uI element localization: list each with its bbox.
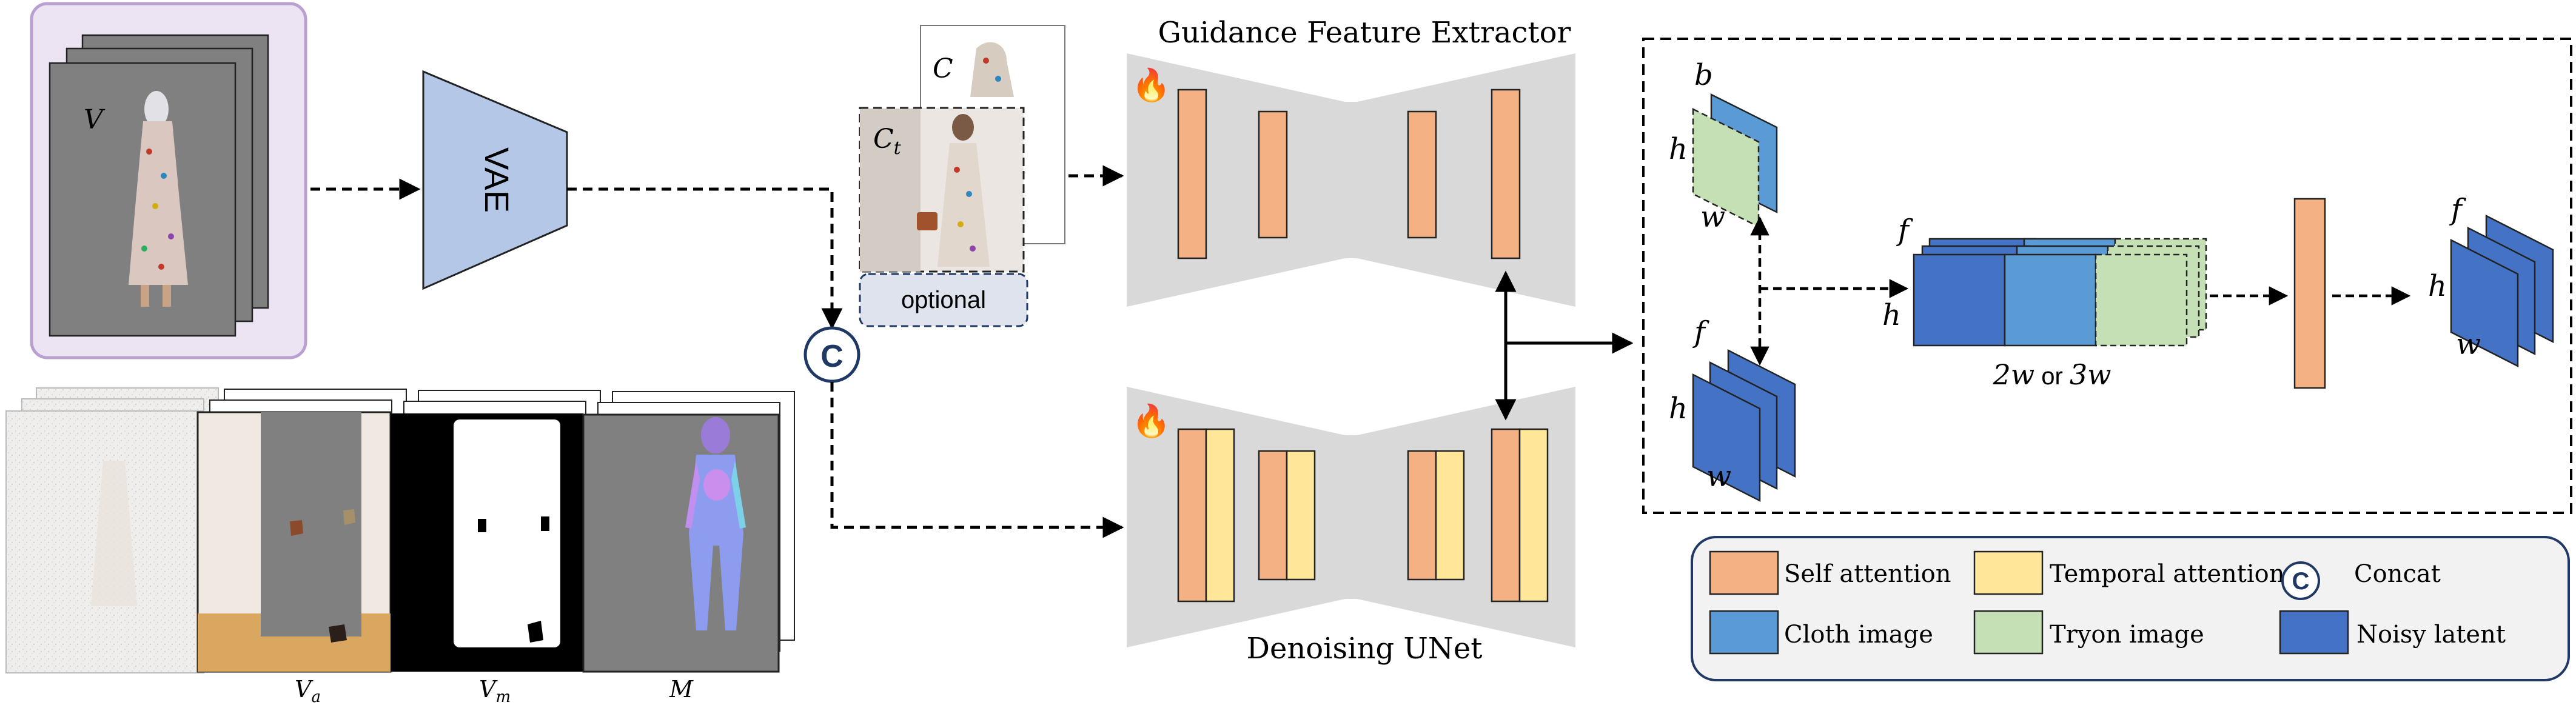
legend-swatch-temporal-attention (1973, 550, 2044, 595)
unet-self-attention-4 (1491, 428, 1521, 603)
unet-temporal-attention-3 (1435, 450, 1465, 581)
agnostic-video-stack (196, 389, 407, 673)
vae-label: VAE (478, 147, 516, 213)
legend-label-cloth-image: Cloth image (1784, 621, 1933, 649)
label-f: f (1692, 315, 1709, 349)
m-label: M (669, 676, 694, 703)
unet-temporal-attention-1 (1205, 428, 1235, 603)
arrow-vae-to-concat (567, 187, 843, 330)
vae-encoder: VAE (422, 70, 568, 290)
concat-node: C (803, 326, 860, 383)
fire-icon: 🔥 (1132, 67, 1171, 104)
label-h: h (1669, 132, 1688, 166)
noisy-latent-block (1692, 373, 1761, 503)
video-input-panel: V (30, 2, 307, 359)
video-label: V (84, 104, 106, 135)
noisy-video-stack (5, 387, 219, 673)
vm-label: Vm (479, 676, 511, 706)
guidance-self-attention-4 (1491, 89, 1521, 259)
concatenated-features (1913, 238, 2207, 347)
guidance-self-attention-2 (1258, 110, 1288, 239)
unet-self-attention-1 (1177, 428, 1207, 603)
unet-temporal-attention-4 (1518, 428, 1549, 603)
mask-video-stack (391, 390, 601, 672)
unet-temporal-attention-2 (1286, 450, 1316, 581)
legend-label-tryon-image: Tryon image (2050, 621, 2204, 649)
legend-label-concat: Concat (2354, 560, 2441, 588)
attention-detail-box: b h w f h w f h 2w or 3w (1642, 38, 2572, 514)
output-latent-block (2450, 238, 2519, 368)
self-attention-block (2293, 198, 2326, 389)
legend-swatch-tryon-image (1973, 610, 2044, 655)
video-person-figure (129, 91, 188, 307)
legend: Self attention Temporal attention C Conc… (1691, 536, 2570, 681)
legend-label-temporal-attention: Temporal attention (2050, 560, 2284, 588)
concat-noisy-latent (1913, 253, 2006, 347)
guidance-self-attention-1 (1177, 89, 1207, 259)
fire-icon: 🔥 (1132, 403, 1171, 439)
denoising-title: Denoising UNet (1246, 632, 1482, 666)
cloth-image-ct: Ct (859, 107, 1025, 273)
cloth-label-c: C (933, 53, 953, 84)
guidance-feature-extractor: 🔥 (1127, 53, 1575, 307)
label-f: f (2449, 193, 2466, 227)
label-w: w (1706, 459, 1731, 493)
concat-symbol: C (820, 339, 844, 374)
unet-self-attention-3 (1407, 450, 1437, 581)
guidance-title: Guidance Feature Extractor (1158, 16, 1571, 50)
legend-label-self-attention: Self attention (1784, 560, 1951, 588)
legend-label-noisy-latent: Noisy latent (2356, 621, 2506, 649)
label-w: w (2456, 327, 2481, 361)
label-h: h (1669, 392, 1688, 426)
legend-concat-icon (2281, 561, 2320, 600)
va-label: Va (295, 676, 321, 706)
label-h: h (1882, 298, 1901, 332)
legend-swatch-cloth-image (1709, 610, 1779, 655)
optional-label: optional (901, 287, 986, 313)
legend-concat-symbol: C (2292, 568, 2310, 595)
pose-body-figure (685, 417, 746, 630)
unet-self-attention-2 (1258, 450, 1288, 581)
legend-swatch-self-attention (1709, 550, 1779, 595)
label-w: w (1700, 200, 1725, 234)
width-label: 2w or 3w (1992, 358, 2111, 391)
label-h: h (2428, 269, 2447, 303)
label-f: f (1896, 213, 1913, 247)
concat-tryon-image (2095, 253, 2188, 347)
denoising-unet: 🔥 (1127, 387, 1575, 647)
cloth-label-ct: Ct (873, 124, 902, 159)
guidance-self-attention-3 (1407, 110, 1437, 239)
pose-video-stack (582, 391, 795, 673)
arrow-concat-to-unet (830, 382, 1124, 538)
concat-cloth-image (2004, 253, 2097, 347)
label-b: b (1694, 58, 1713, 92)
optional-tag: optional (859, 273, 1028, 327)
legend-swatch-noisy-latent (2279, 610, 2349, 655)
